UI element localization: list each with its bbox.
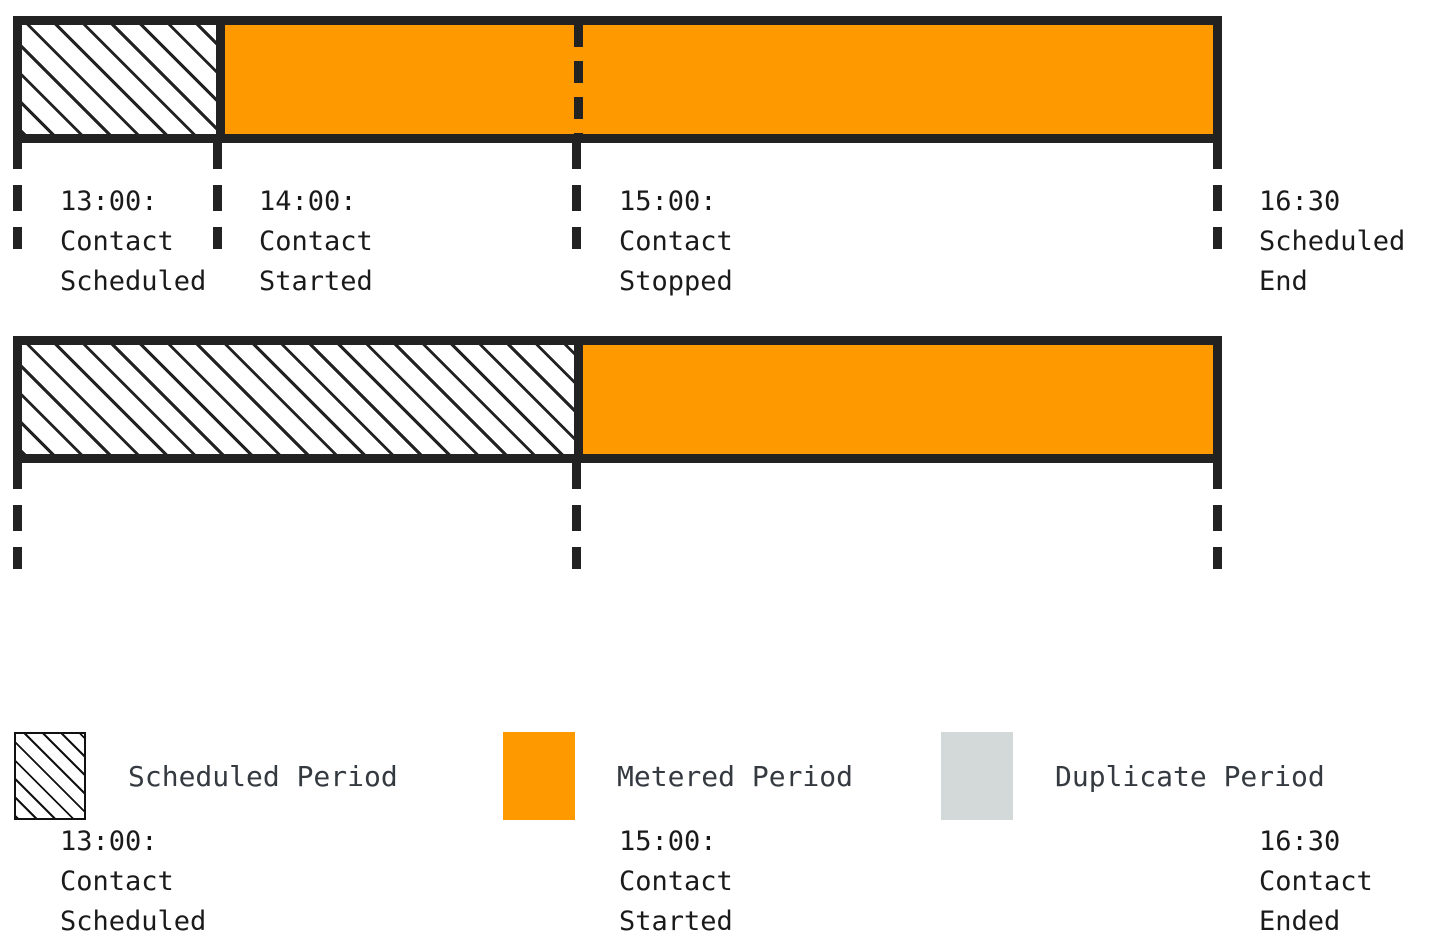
legend-item-metered: Metered Period <box>503 726 853 826</box>
tick-stem-r2-15-00 <box>572 463 581 569</box>
legend-item-duplicate: Duplicate Period <box>941 726 1325 826</box>
legend-swatch-metered-icon <box>503 732 575 820</box>
segment-metered-1a <box>220 25 1213 134</box>
legend-swatch-duplicate-icon <box>941 732 1013 820</box>
divider-15-00-dashed <box>574 25 583 134</box>
tick-stem-r2-13-00 <box>13 463 22 569</box>
legend: Scheduled Period Metered Period Duplicat… <box>0 726 1448 836</box>
tick-stem-r1-15-00 <box>572 143 581 249</box>
tick-line2-r2-0: Scheduled <box>60 906 207 937</box>
segment-metered-2 <box>578 345 1213 454</box>
tick-line1-r2-1: Contact <box>619 866 733 897</box>
tick-stem-r1-13-00 <box>13 143 22 249</box>
tick-time-r1-3: 16:30 <box>1259 186 1341 217</box>
tick-line2-r1-2: Stopped <box>619 266 733 297</box>
tick-line2-r2-2: Ended <box>1259 906 1341 937</box>
legend-swatch-scheduled-icon <box>14 732 86 820</box>
tick-line2-r1-3: End <box>1259 266 1308 297</box>
tick-line1-r1-3: Scheduled <box>1259 226 1406 257</box>
segment-scheduled-2 <box>22 345 578 454</box>
tick-line1-r2-0: Contact <box>60 866 174 897</box>
legend-label-metered: Metered Period <box>617 759 854 793</box>
tick-time-r1-1: 14:00: <box>259 186 357 217</box>
tick-line1-r1-0: Contact <box>60 226 174 257</box>
timeline-bar-1 <box>13 16 1222 143</box>
tick-stem-r1-16-30 <box>1213 143 1222 249</box>
tick-line2-r1-0: Scheduled <box>60 266 207 297</box>
divider-14-00 <box>216 25 225 134</box>
tick-time-r1-0: 13:00: <box>60 186 158 217</box>
tick-line1-r1-2: Contact <box>619 226 733 257</box>
tick-stem-r2-16-30 <box>1213 463 1222 569</box>
divider-15-00 <box>574 345 583 454</box>
tick-line2-r1-1: Started <box>259 266 373 297</box>
tick-line2-r2-1: Started <box>619 906 733 937</box>
tick-time-r1-2: 15:00: <box>619 186 717 217</box>
tick-line1-r2-2: Contact <box>1259 866 1373 897</box>
tick-stem-r1-14-00 <box>213 143 222 249</box>
timeline-bar-2 <box>13 336 1222 463</box>
segment-scheduled-1 <box>22 25 220 134</box>
legend-label-scheduled: Scheduled Period <box>128 759 398 793</box>
legend-item-scheduled: Scheduled Period <box>14 726 398 826</box>
legend-label-duplicate: Duplicate Period <box>1055 759 1325 793</box>
tick-line1-r1-1: Contact <box>259 226 373 257</box>
